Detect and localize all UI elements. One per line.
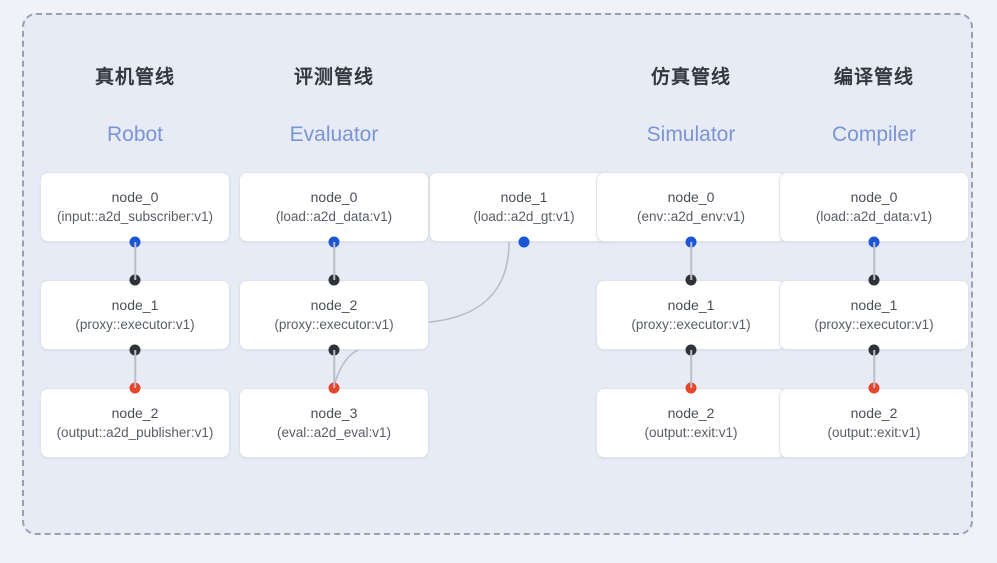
node-name-eval-node-1: node_1 — [500, 189, 548, 205]
node-spec-eval-node-3: (eval::a2d_eval:v1) — [276, 425, 392, 440]
node-spec-eval-node-1: (load::a2d_gt:v1) — [473, 209, 575, 224]
column-title-cn-robot: 真机管线 — [94, 67, 175, 88]
node-name-sim-node-0: node_0 — [667, 189, 715, 205]
node-card-eval-node-0[interactable]: node_0(load::a2d_data:v1) — [239, 172, 429, 242]
node-spec-robot-node-1: (proxy::executor:v1) — [75, 317, 195, 332]
link-simulator-1-2 — [690, 350, 692, 388]
node-spec-sim-node-1: (proxy::executor:v1) — [631, 317, 751, 332]
node-name-robot-node-1: node_1 — [111, 297, 159, 313]
column-title-en-compiler: Compiler — [831, 123, 917, 146]
link-evaluator-0-1 — [333, 242, 335, 280]
node-card-comp-node-0[interactable]: node_0(load::a2d_data:v1) — [779, 172, 969, 242]
node-spec-robot-node-2: (output::a2d_publisher:v1) — [56, 425, 214, 440]
node-name-robot-node-2: node_2 — [111, 405, 159, 421]
node-card-sim-node-2[interactable]: node_2(output::exit:v1) — [596, 388, 786, 458]
node-card-robot-node-2[interactable]: node_2(output::a2d_publisher:v1) — [40, 388, 230, 458]
node-name-eval-node-2: node_2 — [310, 297, 358, 313]
column-title-en-simulator: Simulator — [646, 123, 736, 146]
port-input-comp-node-2[interactable] — [868, 382, 880, 394]
column-title-cn-compiler: 编译管线 — [833, 67, 914, 88]
link-evaluator-1-2 — [333, 350, 335, 388]
node-card-robot-node-0[interactable]: node_0(input::a2d_subscriber:v1) — [40, 172, 230, 242]
port-input-comp-node-1[interactable] — [868, 274, 880, 286]
port-input-robot-node-2[interactable] — [129, 382, 141, 394]
node-spec-sim-node-0: (env::a2d_env:v1) — [636, 209, 746, 224]
node-card-eval-node-2[interactable]: node_2(proxy::executor:v1) — [239, 280, 429, 350]
column-title-cn-simulator: 仿真管线 — [650, 67, 731, 88]
node-card-eval-node-1[interactable]: node_1(load::a2d_gt:v1) — [429, 172, 619, 242]
node-name-robot-node-0: node_0 — [111, 189, 159, 205]
port-input-eval-node-3[interactable] — [328, 382, 340, 394]
column-title-cn-evaluator: 评测管线 — [293, 67, 374, 88]
node-name-eval-node-3: node_3 — [310, 405, 358, 421]
node-spec-sim-node-2: (output::exit:v1) — [644, 425, 738, 440]
link-robot-1-2 — [134, 350, 136, 388]
node-card-comp-node-2[interactable]: node_2(output::exit:v1) — [779, 388, 969, 458]
port-input-sim-node-2[interactable] — [685, 382, 697, 394]
node-card-robot-node-1[interactable]: node_1(proxy::executor:v1) — [40, 280, 230, 350]
port-output-eval-node-1[interactable] — [518, 236, 530, 248]
edge-eval-node2-to-node3 — [333, 349, 359, 387]
node-card-sim-node-0[interactable]: node_0(env::a2d_env:v1) — [596, 172, 786, 242]
column-title-en-robot: Robot — [106, 123, 164, 146]
node-name-sim-node-1: node_1 — [667, 297, 715, 313]
node-name-sim-node-2: node_2 — [667, 405, 715, 421]
node-spec-eval-node-2: (proxy::executor:v1) — [274, 317, 394, 332]
port-input-eval-node-2[interactable] — [328, 274, 340, 286]
node-spec-comp-node-1: (proxy::executor:v1) — [814, 317, 934, 332]
edge-eval-node1-to-node2 — [412, 241, 510, 324]
port-input-sim-node-1[interactable] — [685, 274, 697, 286]
node-name-comp-node-0: node_0 — [850, 189, 898, 205]
node-name-comp-node-1: node_1 — [850, 297, 898, 313]
node-spec-comp-node-0: (load::a2d_data:v1) — [815, 209, 933, 224]
link-simulator-0-1 — [690, 242, 692, 280]
link-compiler-0-1 — [873, 242, 875, 280]
port-input-robot-node-1[interactable] — [129, 274, 141, 286]
node-card-comp-node-1[interactable]: node_1(proxy::executor:v1) — [779, 280, 969, 350]
column-title-en-evaluator: Evaluator — [289, 123, 379, 146]
node-name-comp-node-2: node_2 — [850, 405, 898, 421]
link-compiler-1-2 — [873, 350, 875, 388]
node-spec-robot-node-0: (input::a2d_subscriber:v1) — [56, 209, 214, 224]
node-spec-comp-node-2: (output::exit:v1) — [827, 425, 921, 440]
node-name-eval-node-0: node_0 — [310, 189, 358, 205]
link-robot-0-1 — [134, 242, 136, 280]
node-spec-eval-node-0: (load::a2d_data:v1) — [275, 209, 393, 224]
node-card-eval-node-3[interactable]: node_3(eval::a2d_eval:v1) — [239, 388, 429, 458]
node-card-sim-node-1[interactable]: node_1(proxy::executor:v1) — [596, 280, 786, 350]
